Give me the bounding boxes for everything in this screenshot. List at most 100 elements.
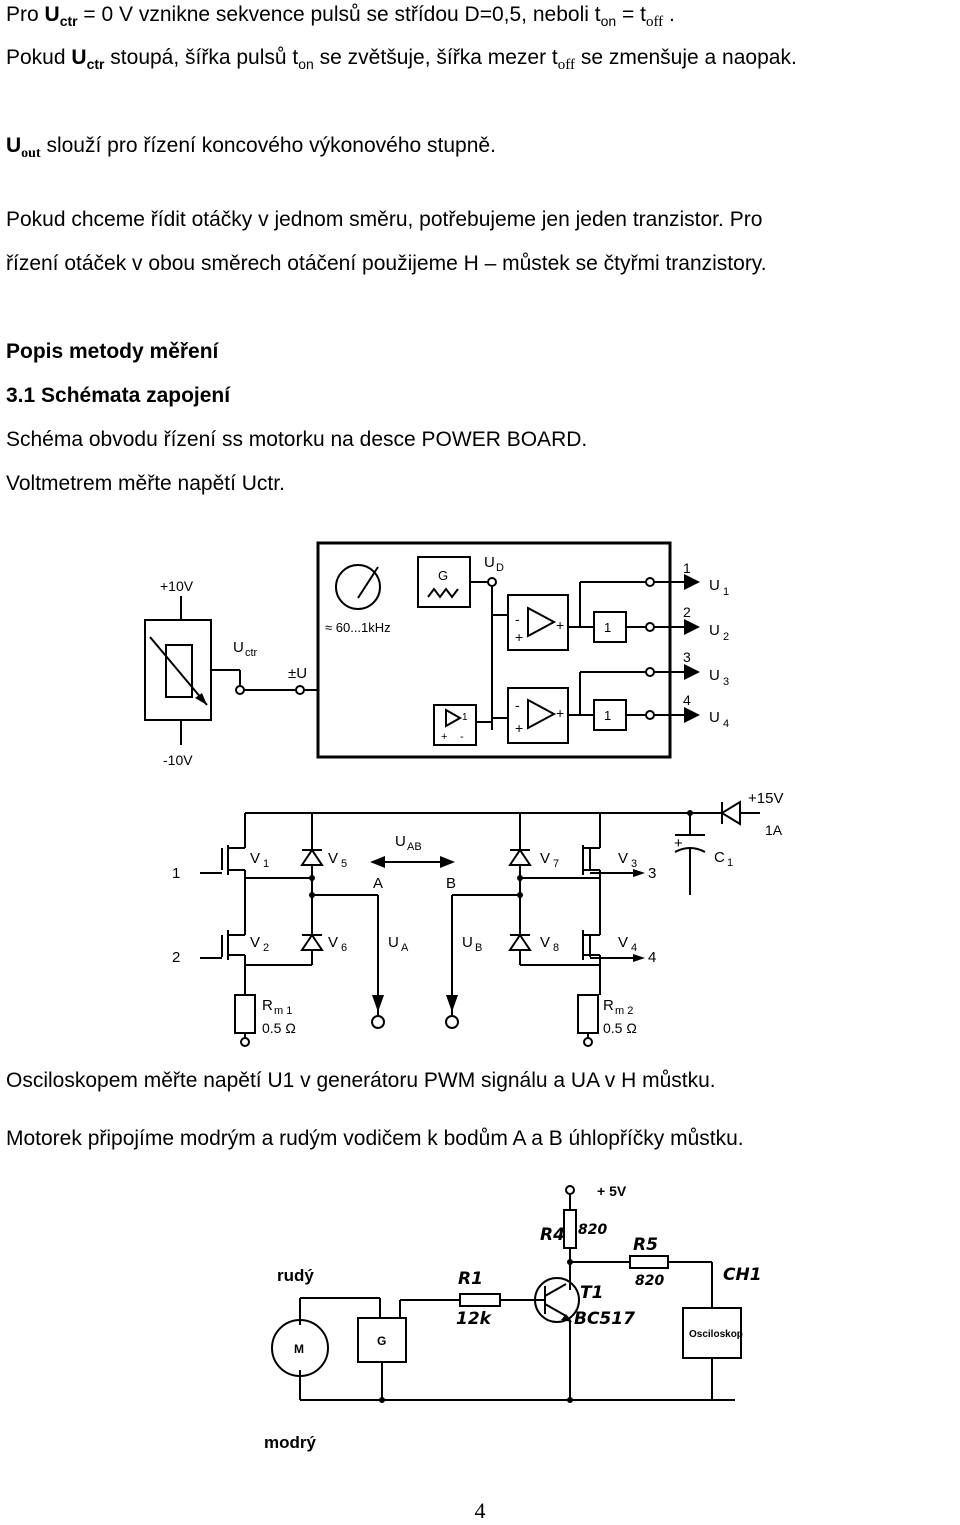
para-line-3: Uout slouží pro řízení koncového výkonov…: [6, 134, 496, 161]
label-v5: V: [328, 850, 338, 867]
label-frequency: ≈ 60...1kHz: [325, 620, 391, 635]
label-v4: V: [618, 934, 628, 951]
opamp1-minus: -: [515, 611, 520, 627]
label-ch1: CH1: [723, 1265, 762, 1285]
out3-num: 3: [683, 649, 691, 665]
label-v3: V: [618, 850, 628, 867]
label-generator: G: [438, 568, 448, 583]
para-line-2: Pokud Uctr stoupá, šířka pulsů ton se zv…: [6, 46, 797, 73]
inverter1-label: 1: [604, 620, 611, 635]
para-line-7: Voltmetrem měřte napětí Uctr.: [6, 472, 285, 495]
label-gate4: 4: [648, 949, 656, 966]
para-line-8: Osciloskopem měřte napětí U1 v generátor…: [6, 1069, 716, 1092]
opamp1-plus-right: +: [556, 617, 564, 633]
label-gate2: 2: [172, 949, 180, 966]
out1-sub: 1: [723, 586, 729, 598]
out2-num: 2: [683, 604, 691, 620]
opamp2-minus: -: [515, 697, 520, 713]
label-node-a: A: [373, 875, 383, 892]
label-v4-sub: 4: [631, 942, 637, 954]
label-r4-value: 820: [578, 1222, 607, 1238]
label-r1: R1: [458, 1269, 483, 1289]
para-line-4: Pokud chceme řídit otáčky v jednom směru…: [6, 208, 763, 231]
small-opamp-plus: +: [441, 731, 447, 743]
out1-u: U: [709, 577, 720, 594]
label-ud-sub: D: [496, 562, 504, 574]
label-v2: V: [250, 934, 260, 951]
pwm-generator-schematic: +10V -10V U ctr ±U G U D ≈ 60...1kHz - +…: [144, 541, 729, 768]
label-uab-sub: AB: [407, 841, 422, 853]
label-node-b: B: [446, 875, 456, 892]
small-opamp-minus: -: [460, 731, 464, 743]
label-blue-wire: modrý: [264, 1433, 317, 1452]
label-generator-g: G: [377, 1334, 386, 1348]
inverter2-label: 1: [604, 708, 611, 723]
label-plus5v: + 5V: [597, 1183, 627, 1199]
para-line-6: Schéma obvodu řízení ss motorku na desce…: [6, 428, 588, 451]
label-r1-value: 12k: [456, 1309, 493, 1329]
opamp2-plus: +: [515, 720, 523, 736]
opamp2-plus-right: +: [556, 705, 564, 721]
label-bc517: BC517: [574, 1309, 635, 1329]
label-v5-sub: 5: [341, 858, 347, 870]
label-rm2-sub: m 2: [615, 1005, 633, 1017]
label-rm1-sub: m 1: [274, 1005, 292, 1017]
label-v8-sub: 8: [553, 942, 559, 954]
label-r5: R5: [633, 1235, 658, 1255]
para-line-1: Pro Uctr = 0 V vznikne sekvence pulsů se…: [6, 3, 675, 30]
label-plus10v: +10V: [160, 578, 194, 594]
label-ub-sub: B: [475, 942, 482, 954]
label-v1-sub: 1: [263, 858, 269, 870]
para-line-5: řízení otáček v obou směrech otáčení pou…: [6, 252, 767, 275]
small-opamp-one: 1: [462, 712, 468, 723]
label-v3-sub: 3: [631, 858, 637, 870]
label-pm-u: ±U: [288, 665, 307, 682]
label-gate1: 1: [172, 865, 180, 882]
label-red-wire: rudý: [277, 1266, 314, 1285]
label-r5-value: 820: [635, 1273, 664, 1289]
label-v1: V: [250, 850, 260, 867]
label-t1: T1: [580, 1283, 603, 1303]
label-v6: V: [328, 934, 338, 951]
opamp1-plus: +: [515, 629, 523, 645]
label-motor: M: [294, 1342, 304, 1356]
out1-num: 1: [683, 560, 691, 576]
label-ub: U: [462, 934, 473, 951]
label-plus15v: +15V: [748, 790, 783, 807]
label-v6-sub: 6: [341, 942, 347, 954]
label-rm2-value: 0.5 Ω: [603, 1020, 637, 1036]
label-v7-sub: 7: [553, 858, 559, 870]
page-number: 4: [474, 1498, 486, 1523]
out4-sub: 4: [723, 718, 729, 730]
subsection-heading: 3.1 Schémata zapojení: [6, 384, 231, 407]
out3-sub: 3: [723, 676, 729, 688]
para-line-9: Motorek připojíme modrým a rudým vodičem…: [6, 1127, 744, 1150]
label-uctr-sub: ctr: [245, 647, 258, 659]
label-gate3: 3: [648, 865, 656, 882]
label-ua-sub: A: [401, 942, 409, 954]
label-c1-plus: +: [674, 835, 683, 852]
label-rm1: R: [262, 997, 273, 1014]
h-bridge-schematic: +15V 1A V 1 V 2 V 3 V 4 V 5 V 6 V 7 V 8 …: [172, 790, 783, 1047]
label-minus10v: -10V: [163, 752, 193, 768]
label-rm1-value: 0.5 Ω: [262, 1020, 296, 1036]
out2-u: U: [709, 622, 720, 639]
label-1a: 1A: [765, 822, 783, 838]
motor-measurement-schematic: + 5V R4 820 R5 820 R1 12k T1 BC517 CH1 O…: [264, 1183, 762, 1452]
label-ua: U: [388, 934, 399, 951]
label-c1-sub: 1: [727, 857, 733, 869]
label-rm2: R: [603, 997, 614, 1014]
label-v8: V: [540, 934, 550, 951]
out3-u: U: [709, 667, 720, 684]
section-heading: Popis metody měření: [6, 340, 219, 363]
out4-u: U: [709, 709, 720, 726]
label-ud: U: [484, 554, 495, 571]
label-oscilloscope: Osciloskop: [689, 1329, 743, 1340]
label-r4: R4: [540, 1225, 565, 1245]
label-v2-sub: 2: [263, 942, 269, 954]
label-v7: V: [540, 850, 550, 867]
label-uctr: U: [233, 639, 244, 656]
out4-num: 4: [683, 692, 691, 708]
out2-sub: 2: [723, 631, 729, 643]
label-c1: C: [714, 849, 725, 866]
